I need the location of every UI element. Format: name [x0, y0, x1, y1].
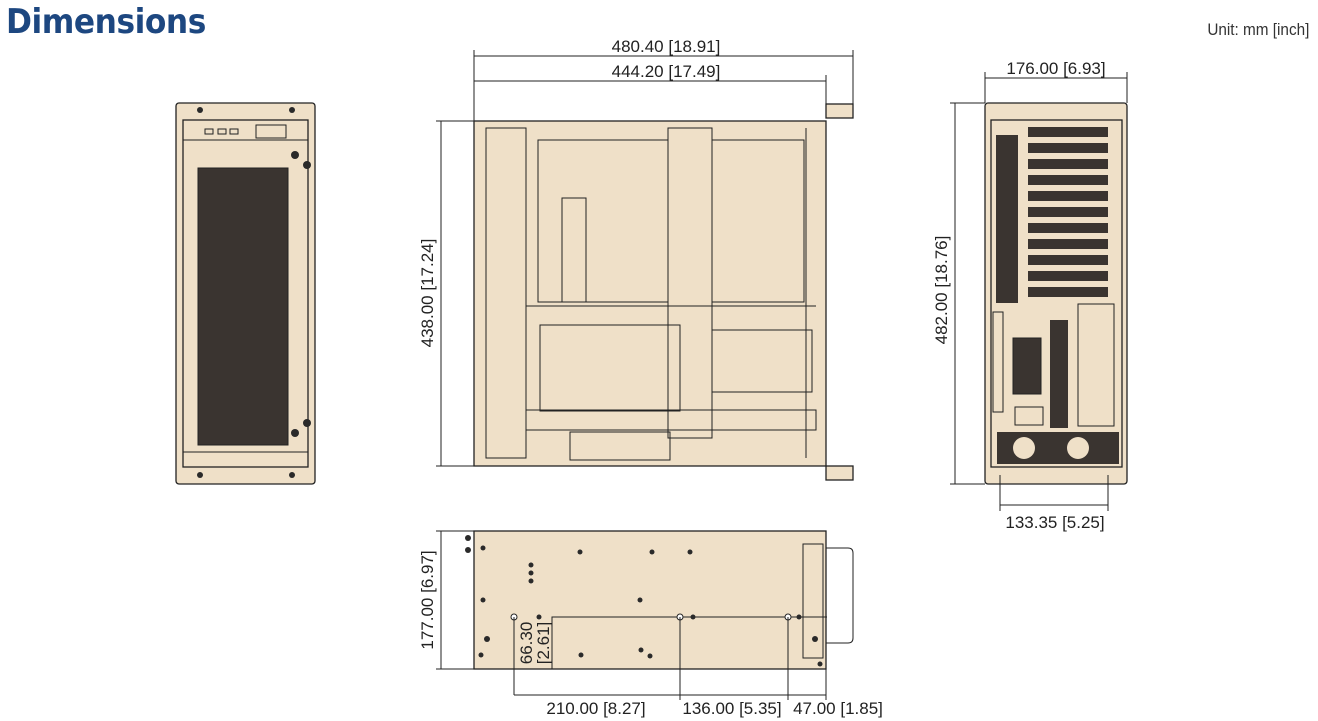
expansion-slot — [1028, 271, 1108, 281]
expansion-slot — [1028, 143, 1108, 153]
dim-side-spacing-3: 47.00 [1.85] — [793, 699, 883, 718]
rear-view: 176.00 [6.93] 482.00 [18.76] 133.35 [5.2… — [932, 59, 1128, 532]
dim-side-spacing-2: 136.00 [5.35] — [682, 699, 781, 718]
top-view: 480.40 [18.91] 444.20 [17.49] 438.00 [17… — [418, 37, 854, 481]
dim-top-depth: 438.00 [17.24] — [418, 239, 437, 348]
expansion-slot — [1028, 191, 1108, 201]
dim-rear-height: 482.00 [18.76] — [932, 236, 951, 345]
dim-side-spacing-1: 210.00 [8.27] — [546, 699, 645, 718]
expansion-slot — [1028, 175, 1108, 185]
expansion-slot — [1028, 287, 1108, 297]
expansion-slot — [1028, 207, 1108, 217]
expansion-slot — [1028, 239, 1108, 249]
unit-label: Unit: mm [inch] — [1206, 20, 1309, 39]
expansion-slot — [1028, 223, 1108, 233]
expansion-slot — [1028, 127, 1108, 137]
dim-top-overall-width: 480.40 [18.91] — [612, 37, 721, 56]
dim-top-body-width: 444.20 [17.49] — [612, 62, 721, 81]
expansion-slot — [1028, 255, 1108, 265]
expansion-slot — [1028, 159, 1108, 169]
page-title: Dimensions — [6, 2, 206, 42]
side-view: 177.00 [6.97] 66.30 [2.61] 210.00 [8.27]… — [418, 530, 883, 718]
dim-side-height: 177.00 [6.97] — [418, 550, 437, 649]
dim-rear-foot-spacing: 133.35 [5.25] — [1005, 513, 1104, 532]
dim-side-hole-height: 66.30 — [517, 622, 536, 665]
dim-rear-width: 176.00 [6.93] — [1006, 59, 1105, 78]
front-view — [175, 102, 316, 485]
dim-side-hole-height-inch: [2.61] — [534, 622, 553, 665]
